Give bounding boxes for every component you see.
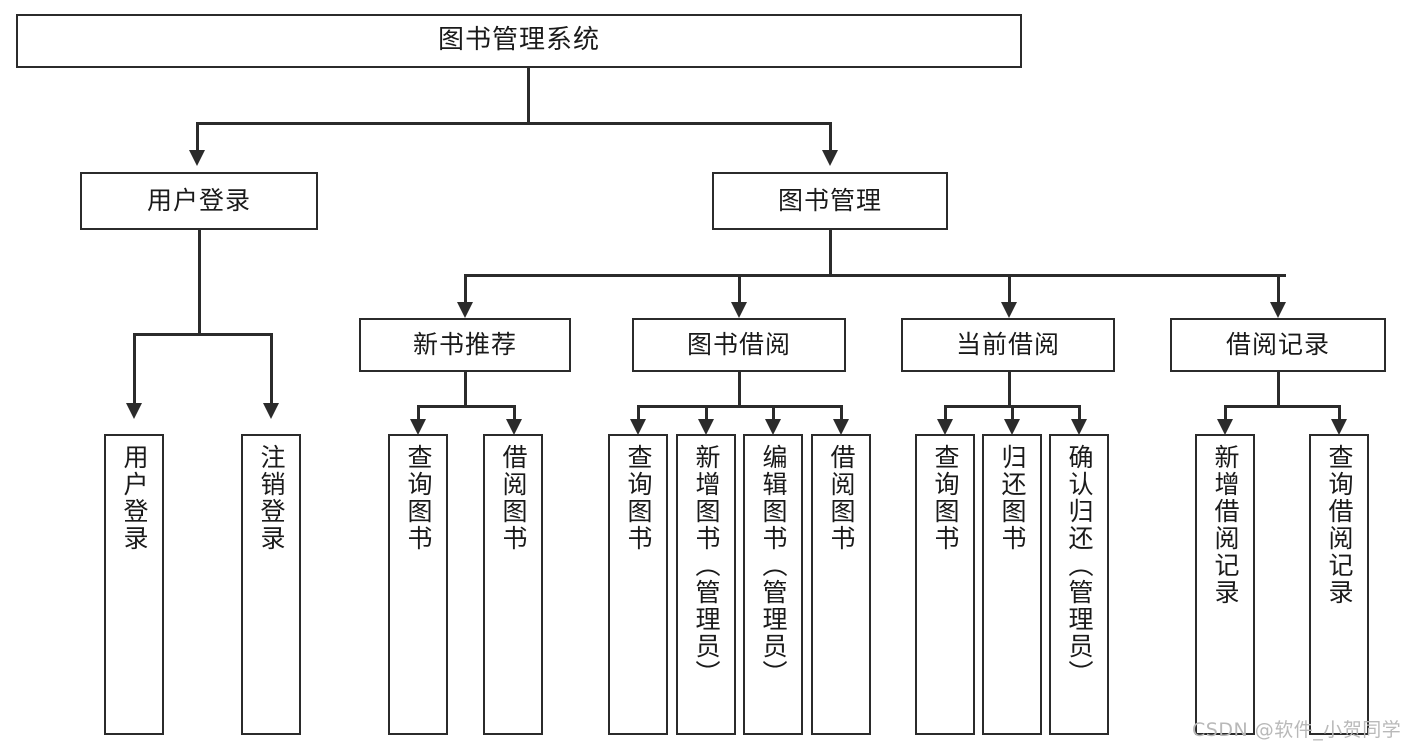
edge-br-to-leaf-1 (1224, 405, 1227, 421)
node-label: 确认归还（管理员） (1065, 444, 1094, 687)
edge-cb-to-leaf-3 (1078, 405, 1081, 421)
edge-user-login-to-leaf-2 (270, 333, 273, 405)
edge-cb-to-leaf-1 (944, 405, 947, 421)
arrow-bm-to-current-borrow (1001, 302, 1017, 318)
edge-bm-to-current-borrow (1008, 274, 1011, 304)
arrow-root-to-book-management (822, 150, 838, 166)
leaf-add-book-admin[interactable]: 新增图书（管理员） (676, 434, 736, 735)
node-book-borrow[interactable]: 图书借阅 (632, 318, 846, 372)
node-new-book-recommend[interactable]: 新书推荐 (359, 318, 571, 372)
leaf-user-login[interactable]: 用户登录 (104, 434, 164, 735)
edge-user-login-stem (198, 230, 201, 333)
edge-book-management-stem (829, 230, 832, 274)
edge-user-login-to-leaf-1 (133, 333, 136, 405)
arrow-bb-to-leaf-3 (765, 419, 781, 435)
leaf-borrow-book-borrow[interactable]: 借阅图书 (811, 434, 871, 735)
arrow-bb-to-leaf-4 (833, 419, 849, 435)
leaf-query-borrow-record[interactable]: 查询借阅记录 (1309, 434, 1369, 735)
edge-bb-to-leaf-4 (840, 405, 843, 421)
edge-new-book-bus (417, 405, 516, 408)
edge-root-stem (527, 68, 530, 122)
node-label: 查询图书 (931, 444, 960, 552)
leaf-query-book-current[interactable]: 查询图书 (915, 434, 975, 735)
arrow-bm-to-new-book (457, 302, 473, 318)
node-label: 借阅图书 (499, 444, 528, 552)
arrow-br-to-leaf-1 (1217, 419, 1233, 435)
node-label: 查询借阅记录 (1325, 444, 1354, 606)
edge-book-borrow-bus (637, 405, 841, 408)
edge-root-to-user-login (196, 122, 199, 152)
edge-nb-to-leaf-2 (513, 405, 516, 421)
node-label: 查询图书 (624, 444, 653, 552)
arrow-cb-to-leaf-1 (937, 419, 953, 435)
edge-book-management-bus (464, 274, 1286, 277)
node-label: 用户登录 (146, 186, 251, 215)
edge-bm-to-book-borrow (738, 274, 741, 304)
node-label: 查询图书 (404, 444, 433, 552)
arrow-cb-to-leaf-3 (1071, 419, 1087, 435)
node-label: 当前借阅 (955, 330, 1060, 359)
node-root-system[interactable]: 图书管理系统 (16, 14, 1022, 68)
leaf-add-borrow-record[interactable]: 新增借阅记录 (1195, 434, 1255, 735)
edge-bm-to-borrow-record (1277, 274, 1280, 304)
edge-root-bus (196, 122, 832, 125)
node-label: 新书推荐 (412, 330, 517, 359)
edge-bb-to-leaf-1 (637, 405, 640, 421)
node-label: 用户登录 (120, 444, 149, 552)
arrow-user-login-to-leaf-1 (126, 403, 142, 419)
edge-br-to-leaf-2 (1338, 405, 1341, 421)
node-book-management[interactable]: 图书管理 (712, 172, 948, 230)
leaf-confirm-return-admin[interactable]: 确认归还（管理员） (1049, 434, 1109, 735)
node-label: 编辑图书（管理员） (759, 444, 788, 687)
edge-current-borrow-stem (1008, 372, 1011, 405)
node-label: 图书借阅 (686, 330, 791, 359)
arrow-bm-to-borrow-record (1270, 302, 1286, 318)
node-label: 图书管理系统 (437, 25, 600, 56)
node-current-borrow[interactable]: 当前借阅 (901, 318, 1115, 372)
arrow-nb-to-leaf-2 (506, 419, 522, 435)
node-label: 新增图书（管理员） (692, 444, 721, 687)
arrow-bm-to-book-borrow (731, 302, 747, 318)
edge-new-book-stem (464, 372, 467, 405)
node-user-login[interactable]: 用户登录 (80, 172, 318, 230)
watermark-csdn: CSDN @软件_小贺同学 (1192, 719, 1402, 741)
arrow-cb-to-leaf-2 (1004, 419, 1020, 435)
arrow-bb-to-leaf-1 (630, 419, 646, 435)
node-label: 借阅图书 (827, 444, 856, 552)
arrow-root-to-user-login (189, 150, 205, 166)
edge-borrow-record-bus (1224, 405, 1341, 408)
node-label: 新增借阅记录 (1211, 444, 1240, 606)
arrow-br-to-leaf-2 (1331, 419, 1347, 435)
arrow-bb-to-leaf-2 (698, 419, 714, 435)
edge-bb-to-leaf-3 (772, 405, 775, 421)
edge-nb-to-leaf-1 (417, 405, 420, 421)
arrow-user-login-to-leaf-2 (263, 403, 279, 419)
node-label: 借阅记录 (1225, 330, 1330, 359)
leaf-return-book[interactable]: 归还图书 (982, 434, 1042, 735)
arrow-nb-to-leaf-1 (410, 419, 426, 435)
node-borrow-record[interactable]: 借阅记录 (1170, 318, 1386, 372)
node-label: 注销登录 (257, 444, 286, 552)
leaf-edit-book-admin[interactable]: 编辑图书（管理员） (743, 434, 803, 735)
leaf-query-book-recommend[interactable]: 查询图书 (388, 434, 448, 735)
leaf-logout-login[interactable]: 注销登录 (241, 434, 301, 735)
edge-bm-to-new-book (464, 274, 467, 304)
leaf-borrow-book-recommend[interactable]: 借阅图书 (483, 434, 543, 735)
edge-user-login-bus (133, 333, 273, 336)
edge-borrow-record-stem (1277, 372, 1280, 405)
node-label: 图书管理 (777, 186, 882, 215)
leaf-query-book-borrow[interactable]: 查询图书 (608, 434, 668, 735)
node-label: 归还图书 (998, 444, 1027, 552)
edge-cb-to-leaf-2 (1011, 405, 1014, 421)
edge-book-borrow-stem (738, 372, 741, 405)
edge-root-to-book-management (829, 122, 832, 152)
edge-bb-to-leaf-2 (705, 405, 708, 421)
